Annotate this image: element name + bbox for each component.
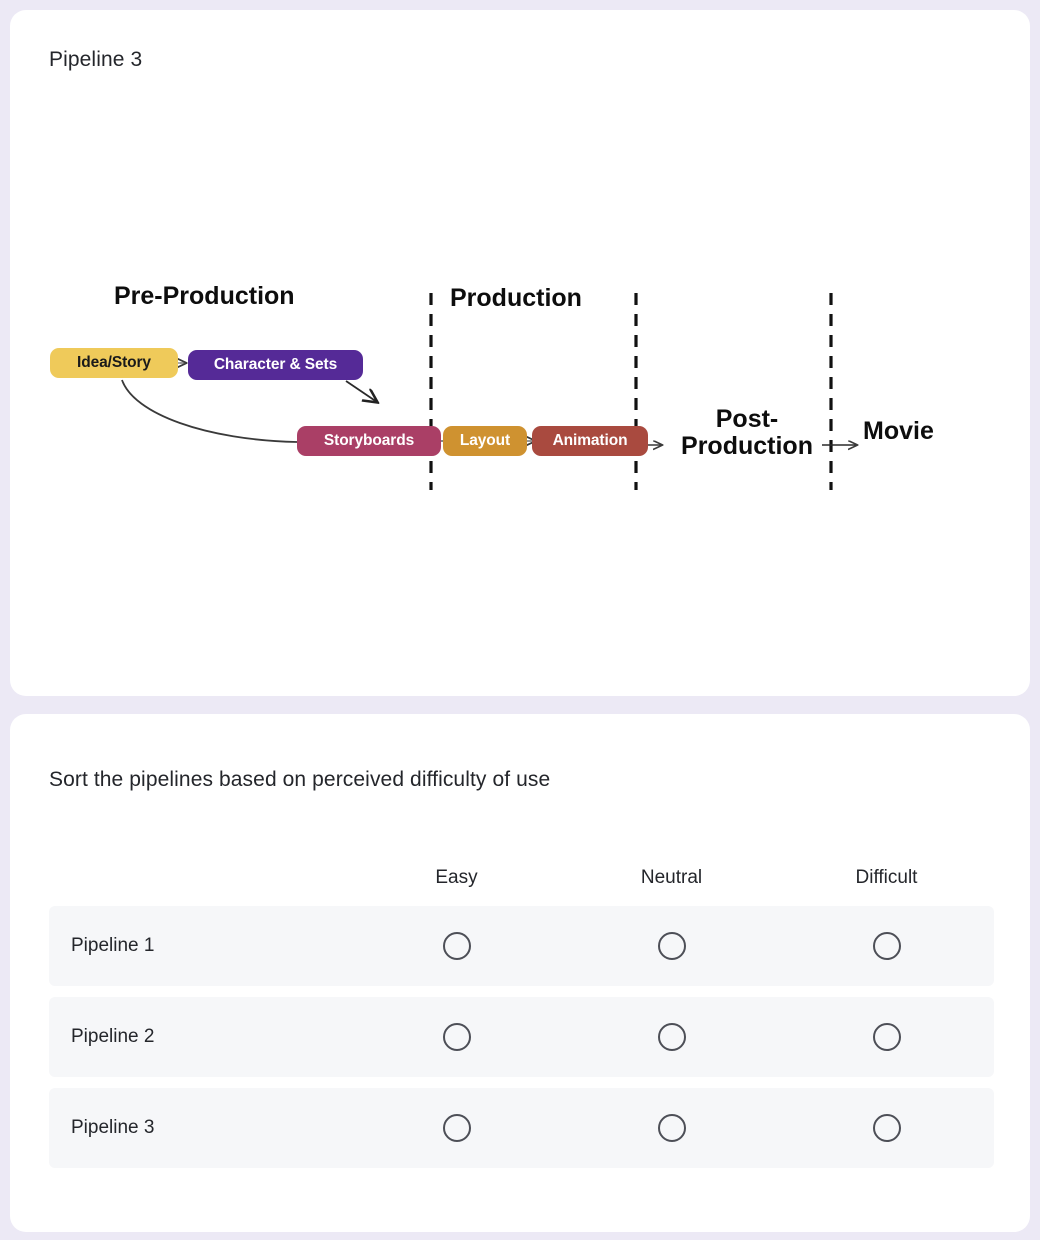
page-title: Pipeline 3 [49, 48, 143, 71]
table-row: Pipeline 3 [49, 1088, 994, 1168]
cell-pipeline-2-easy[interactable] [349, 1023, 564, 1051]
cell-pipeline-1-difficult[interactable] [779, 932, 994, 960]
radio-pipeline-3-easy[interactable] [442, 1114, 471, 1142]
radio-pipeline-2-easy[interactable] [442, 1023, 471, 1051]
radio-pipeline-3-difficult[interactable] [872, 1114, 901, 1142]
cell-pipeline-3-difficult[interactable] [779, 1114, 994, 1142]
column-header-difficult: Difficult [855, 867, 918, 888]
row-label-pipeline-1: Pipeline 1 [71, 935, 155, 956]
table-row: Pipeline 2 [49, 997, 994, 1077]
column-header-easy: Easy [435, 867, 478, 888]
radio-pipeline-2-difficult[interactable] [872, 1023, 901, 1051]
difficulty-matrix: Easy Neutral Difficult Pipeline 1 Pipeli… [49, 847, 994, 1179]
stage-label-production: Production [450, 284, 582, 312]
node-layout: Layout [443, 426, 527, 456]
radio-pipeline-1-difficult[interactable] [872, 932, 901, 960]
cell-pipeline-2-difficult[interactable] [779, 1023, 994, 1051]
radio-pipeline-1-easy[interactable] [442, 932, 471, 960]
cell-pipeline-1-neutral[interactable] [564, 932, 779, 960]
radio-pipeline-2-neutral[interactable] [657, 1023, 686, 1051]
survey-matrix-card: Sort the pipelines based on perceived di… [10, 714, 1030, 1232]
pipeline-diagram-card: Pipeline 3 [10, 10, 1030, 696]
cell-pipeline-3-easy[interactable] [349, 1114, 564, 1142]
stage-label-movie: Movie [863, 417, 934, 445]
stage-divider-lines [429, 293, 833, 490]
table-row: Pipeline 1 [49, 906, 994, 986]
stage-label-pre-production: Pre-Production [114, 282, 295, 310]
column-header-neutral: Neutral [640, 867, 703, 888]
node-animation: Animation [532, 426, 648, 456]
matrix-header-row: Easy Neutral Difficult [49, 847, 994, 889]
stage-label-post-production: Post-Production [681, 405, 813, 460]
node-character-and-sets: Character & Sets [188, 350, 363, 380]
radio-pipeline-3-neutral[interactable] [657, 1114, 686, 1142]
row-label-pipeline-2: Pipeline 2 [71, 1026, 155, 1047]
survey-question: Sort the pipelines based on perceived di… [49, 768, 551, 791]
node-idea-story: Idea/Story [50, 348, 178, 378]
pipeline-diagram-svg [121, 293, 1030, 490]
pipeline-diagram: Pre-Production Production Post-Productio… [10, 10, 1030, 696]
radio-pipeline-1-neutral[interactable] [657, 932, 686, 960]
row-label-pipeline-3: Pipeline 3 [71, 1117, 155, 1138]
cell-pipeline-3-neutral[interactable] [564, 1114, 779, 1142]
cell-pipeline-2-neutral[interactable] [564, 1023, 779, 1051]
cell-pipeline-1-easy[interactable] [349, 932, 564, 960]
node-storyboards: Storyboards [297, 426, 441, 456]
